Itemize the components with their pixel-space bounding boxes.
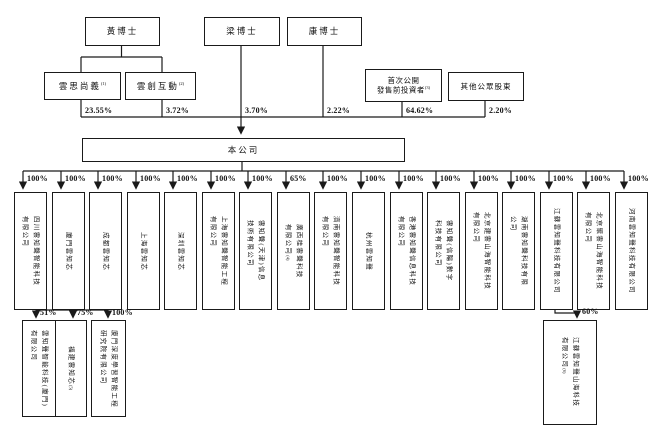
subsidiary-name: 成都雲知芯 bbox=[102, 231, 109, 271]
subsidiary-name: 河南雲知聲科技有限公司 bbox=[628, 208, 635, 294]
ownership-pct: 100% bbox=[27, 174, 48, 183]
subsidiary-box-2: 廈門雲知芯 bbox=[52, 192, 85, 310]
subsidiary-box-4: 上海雲知芯 bbox=[127, 192, 160, 310]
ownership-pct: 100% bbox=[65, 174, 86, 183]
entity-box-preipo-investors: 首次公開 發售前投資者(3) bbox=[365, 69, 442, 102]
subsidiary-box-9: 濟南雲知聲智能科技 有限公司 bbox=[314, 192, 347, 310]
subsidiary-name: 深圳雲知芯 bbox=[177, 231, 184, 271]
subsidiary-box-11: 香港雲知聲信息科技 有限公司 bbox=[390, 192, 423, 310]
footnote-marker: (3) bbox=[424, 85, 431, 91]
company-box: 本公司 bbox=[82, 138, 405, 162]
subsidiary-name: 廣西桂雲聲科技 有限公司(4) bbox=[284, 223, 303, 279]
footnote-marker: (1) bbox=[100, 80, 107, 86]
ownership-pct: 100% bbox=[252, 174, 273, 183]
subsidiary-box-8: 廣西桂雲聲科技 有限公司(4) bbox=[277, 192, 310, 310]
subsidiary-box-17: 河南雲知聲科技有限公司 bbox=[615, 192, 648, 310]
subsidiary-name: 湖南雲知聲科技有限 公司 bbox=[509, 215, 528, 287]
ownership-pct: 65% bbox=[290, 174, 307, 183]
ownership-pct: 2.22% bbox=[327, 106, 350, 115]
ownership-pct: 100% bbox=[177, 174, 198, 183]
ownership-pct: 100% bbox=[403, 174, 424, 183]
subsidiary-name: 雲知聲(信陽)數字 科技有限公司 bbox=[434, 220, 453, 282]
subsidiary-name: 濟南雲知聲智能科技 有限公司 bbox=[321, 215, 340, 287]
entity-label: 雲思尚義(1) bbox=[58, 80, 107, 91]
subsidiary-name: 上海雲知聲智能工程 有限公司 bbox=[209, 215, 228, 287]
ownership-pct: 100% bbox=[440, 174, 461, 183]
shareholder-box-liang: 梁博士 bbox=[204, 17, 280, 46]
ownership-pct: 100% bbox=[327, 174, 348, 183]
entity-label: 首次公開 發售前投資者(3) bbox=[376, 75, 431, 95]
shareholder-box-kang: 康博士 bbox=[287, 17, 362, 46]
subsidiary-name: 北京建雲山海智能科技 有限公司 bbox=[472, 212, 491, 290]
shareholder-box-huang: 黃博士 bbox=[85, 17, 160, 46]
sub-subsidiary-box-3: 廈門深度學習智能工程 研究院有限公司 bbox=[91, 320, 126, 417]
subsidiary-box-1: 四川雲知聲智能科技 有限公司 bbox=[14, 192, 47, 310]
ownership-pct: 3.72% bbox=[166, 106, 189, 115]
subsidiary-name: 江蘇雲知聲山海科技 有限公司(6) bbox=[561, 337, 579, 408]
subsidiary-name: 廈門雲知芯 bbox=[65, 231, 72, 271]
ownership-pct: 100% bbox=[515, 174, 536, 183]
sub-subsidiary-box-2: 福建雲知芯(5) bbox=[55, 320, 87, 417]
ownership-pct: 3.70% bbox=[245, 106, 268, 115]
shareholder-label: 康博士 bbox=[308, 26, 341, 37]
subsidiary-name: 福建雲知芯(5) bbox=[67, 346, 75, 391]
entity-label: 其他公眾股東 bbox=[460, 81, 512, 91]
entity-label: 雲創互動(2) bbox=[136, 80, 185, 91]
ownership-pct: 100% bbox=[628, 174, 649, 183]
ownership-pct: 75% bbox=[77, 308, 94, 317]
sub-subsidiary-box-1: 雲知聲智能科技(廈門) 有限公司 bbox=[22, 320, 56, 417]
shareholder-label: 黃博士 bbox=[106, 26, 139, 37]
ownership-pct: 100% bbox=[590, 174, 611, 183]
entity-box-other-public: 其他公眾股東 bbox=[448, 72, 524, 101]
entity-box-yunsi-shangyi: 雲思尚義(1) bbox=[44, 72, 121, 100]
subsidiary-box-13: 北京建雲山海智能科技 有限公司 bbox=[465, 192, 498, 310]
subsidiary-name: 北京聚雲山海智能科技 有限公司 bbox=[584, 212, 603, 290]
ownership-pct: 100% bbox=[102, 174, 123, 183]
footnote-marker: (2) bbox=[178, 80, 185, 86]
ownership-pct: 100% bbox=[215, 174, 236, 183]
sub-subsidiary-box-jiangsu: 江蘇雲知聲山海科技 有限公司(6) bbox=[543, 320, 597, 425]
company-label: 本公司 bbox=[227, 144, 260, 155]
subsidiary-box-12: 雲知聲(信陽)數字 科技有限公司 bbox=[427, 192, 460, 310]
ownership-pct: 51% bbox=[40, 308, 57, 317]
subsidiary-box-6: 上海雲知聲智能工程 有限公司 bbox=[202, 192, 235, 310]
subsidiary-name: 杭州雲知聲 bbox=[365, 231, 372, 271]
subsidiary-name: 廈門深度學習智能工程 研究院有限公司 bbox=[99, 329, 118, 408]
subsidiary-box-10: 杭州雲知聲 bbox=[352, 192, 385, 310]
subsidiary-name: 雲知聲智能科技(廈門) 有限公司 bbox=[30, 329, 48, 408]
ownership-pct: 100% bbox=[553, 174, 574, 183]
subsidiary-box-5: 深圳雲知芯 bbox=[164, 192, 197, 310]
ownership-pct: 23.55% bbox=[85, 106, 113, 115]
entity-box-yunchuang-hudong: 雲創互動(2) bbox=[125, 72, 196, 100]
subsidiary-box-16: 北京聚雲山海智能科技 有限公司 bbox=[577, 192, 610, 310]
ownership-pct: 100% bbox=[140, 174, 161, 183]
subsidiary-box-14: 湖南雲知聲科技有限 公司 bbox=[502, 192, 535, 310]
subsidiary-box-3: 成都雲知芯 bbox=[89, 192, 122, 310]
ownership-pct: 64.62% bbox=[406, 106, 434, 115]
ownership-pct: 100% bbox=[478, 174, 499, 183]
ownership-pct: 60% bbox=[582, 307, 599, 316]
subsidiary-name: 江蘇雲知聲科技有限公司 bbox=[553, 208, 560, 294]
subsidiary-box-15: 江蘇雲知聲科技有限公司 bbox=[540, 192, 573, 310]
ownership-pct: 100% bbox=[365, 174, 386, 183]
subsidiary-name: 上海雲知芯 bbox=[140, 231, 147, 271]
ownership-pct: 100% bbox=[112, 308, 133, 317]
shareholder-label: 梁博士 bbox=[226, 26, 258, 37]
subsidiary-name: 香港雲知聲信息科技 有限公司 bbox=[397, 215, 416, 287]
subsidiary-name: 雲知聲(天津)信息 技術有限公司 bbox=[246, 220, 265, 282]
subsidiary-box-7: 雲知聲(天津)信息 技術有限公司 bbox=[239, 192, 272, 310]
subsidiary-name: 四川雲知聲智能科技 有限公司 bbox=[21, 215, 40, 287]
ownership-pct: 2.20% bbox=[489, 106, 512, 115]
